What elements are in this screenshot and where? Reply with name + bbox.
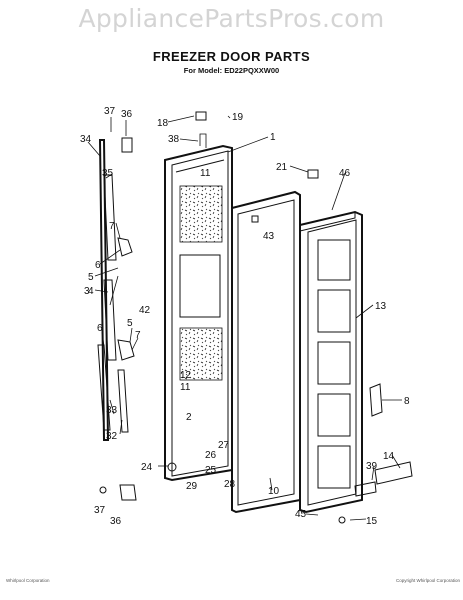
callout-5-upper: 5 [88,272,94,283]
watermark: AppliancePartsPros.com [78,4,385,33]
callout-12: 12 [180,370,192,381]
callout-6-lower: 6 [97,323,103,334]
callout-3: 3 [84,286,90,297]
callout-15: 15 [366,516,378,527]
callout-45: 45 [295,509,307,520]
callout-2: 2 [186,412,192,423]
model-subtitle: For Model: ED22PQXXW00 [183,66,280,75]
callout-43: 43 [263,231,275,242]
leader-lines [87,115,402,521]
left-trim-parts [97,111,413,524]
diagram-title: FREEZER DOOR PARTS [152,49,311,64]
callout-7-upper: 7 [109,221,115,232]
callout-21: 21 [276,162,288,173]
callout-46: 46 [339,168,351,179]
callout-24: 24 [141,462,153,473]
callout-11-lower: 11 [180,382,191,393]
callout-6-upper: 6 [95,260,101,271]
callout-13: 13 [375,301,387,312]
callout-7-lower: 7 [135,330,141,341]
outer-door-panel [164,133,233,482]
callout-36: 36 [121,109,133,120]
callout-labels: 37 36 18 19 38 1 34 21 35 11 46 43 7 6 5… [80,106,410,527]
callout-32: 32 [106,431,118,442]
callout-4: 4 [88,286,94,297]
callout-36-lower: 36 [110,516,122,527]
callout-34: 34 [80,134,92,145]
callout-18: 18 [157,118,169,129]
callout-11-top: 11 [200,168,211,179]
callout-29: 29 [186,481,198,492]
callout-1: 1 [270,132,276,143]
callout-5-lower: 5 [127,318,133,329]
callout-33: 33 [106,405,118,416]
callout-8: 8 [404,396,410,407]
callout-19: 19 [232,112,244,123]
callout-10: 10 [268,486,280,497]
footer-left: Whirlpool Corporation [6,578,50,583]
callout-37: 37 [104,106,116,117]
inner-door-liner [299,210,363,514]
callout-14: 14 [383,451,395,462]
callout-27: 27 [218,440,230,451]
callout-26: 26 [205,450,217,461]
callout-28: 28 [224,479,236,490]
callout-38: 38 [168,134,180,145]
callout-42: 42 [139,305,151,316]
callout-25: 25 [205,465,217,476]
footer-right: Copyright Whirlpool Corporation [395,578,460,583]
callout-35: 35 [102,168,114,179]
callout-37-lower: 37 [94,505,106,516]
callout-39: 39 [366,461,378,472]
